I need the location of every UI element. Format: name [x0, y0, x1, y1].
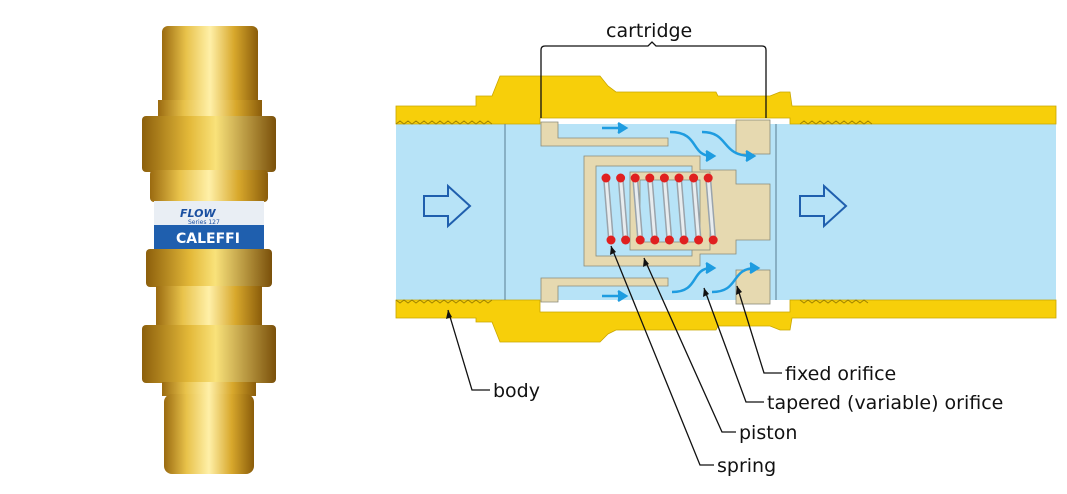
- mid-collar: [146, 249, 272, 287]
- spring-coil-section: [650, 235, 660, 245]
- spring-coil-section: [616, 173, 626, 183]
- cross-section: [395, 75, 1057, 343]
- spring-coil-section: [703, 173, 713, 183]
- spring-coil: [633, 177, 642, 241]
- spring-coil-section: [689, 173, 699, 183]
- top-collar: [150, 170, 268, 202]
- manufacturer-text: CALEFFI: [176, 231, 240, 247]
- cartridge-label: cartridge: [606, 20, 692, 42]
- spring-coil-section: [606, 235, 616, 245]
- inlet-flow-arrow: [423, 183, 472, 229]
- spring-coil: [648, 177, 657, 241]
- threads-left-top: [395, 120, 493, 125]
- tapered-orifice-label: tapered (variable) orifice: [767, 392, 1003, 414]
- top-hex-nut: [142, 116, 276, 172]
- leader-fixed: [736, 285, 782, 374]
- product-photo: FLOW Series 127 CALEFFI: [142, 26, 276, 474]
- spring-coil-section: [664, 235, 674, 245]
- mid-neck: [156, 286, 262, 326]
- leader-body: [447, 309, 490, 391]
- spring-coil: [677, 177, 686, 241]
- leader-lines: [447, 245, 782, 466]
- spring-coil-section: [674, 173, 684, 183]
- spring-coil-section: [708, 235, 718, 245]
- body-lower: [395, 299, 1057, 343]
- brand-flow-text: FLOW: [180, 207, 216, 220]
- bottom-neck: [162, 382, 256, 396]
- spring-coil-section: [630, 173, 640, 183]
- label-band: FLOW Series 127 CALEFFI: [154, 201, 264, 249]
- spring-coil-section: [659, 173, 669, 183]
- bottom-pipe-end: [164, 394, 254, 474]
- fixed-orifice-label: fixed orifice: [785, 363, 896, 385]
- spring-label: spring: [717, 455, 776, 477]
- flow-paths: [602, 121, 761, 303]
- outlet-flow-arrow: [799, 183, 848, 229]
- spring-coil: [662, 177, 671, 241]
- threads-right-bottom: [799, 299, 869, 304]
- leader-spring: [610, 245, 714, 466]
- spring-coil: [692, 177, 701, 241]
- body-upper: [395, 75, 1057, 125]
- spring: [601, 173, 718, 245]
- spring-coil-section: [645, 173, 655, 183]
- spring-coil: [604, 177, 613, 241]
- spring-coil-section: [621, 235, 631, 245]
- piston-label: piston: [739, 422, 797, 444]
- leader-tapered: [703, 287, 764, 403]
- spring-coil: [706, 177, 715, 241]
- threads-right-top: [799, 120, 873, 125]
- top-pipe-end: [162, 26, 258, 106]
- spring-coil-section: [601, 173, 611, 183]
- spring-coil-section: [694, 235, 704, 245]
- leader-arrowheads: [446, 246, 742, 319]
- threads-left-bottom: [395, 299, 493, 304]
- spring-coil: [619, 177, 628, 241]
- series-text: Series 127: [188, 219, 220, 226]
- body-label: body: [493, 380, 540, 402]
- bottom-hex-nut: [142, 325, 276, 383]
- cartridge-bracket: [540, 41, 767, 118]
- top-neck: [158, 100, 262, 118]
- spring-coil-section: [679, 235, 689, 245]
- spring-coil-section: [635, 235, 645, 245]
- leader-piston: [643, 257, 736, 433]
